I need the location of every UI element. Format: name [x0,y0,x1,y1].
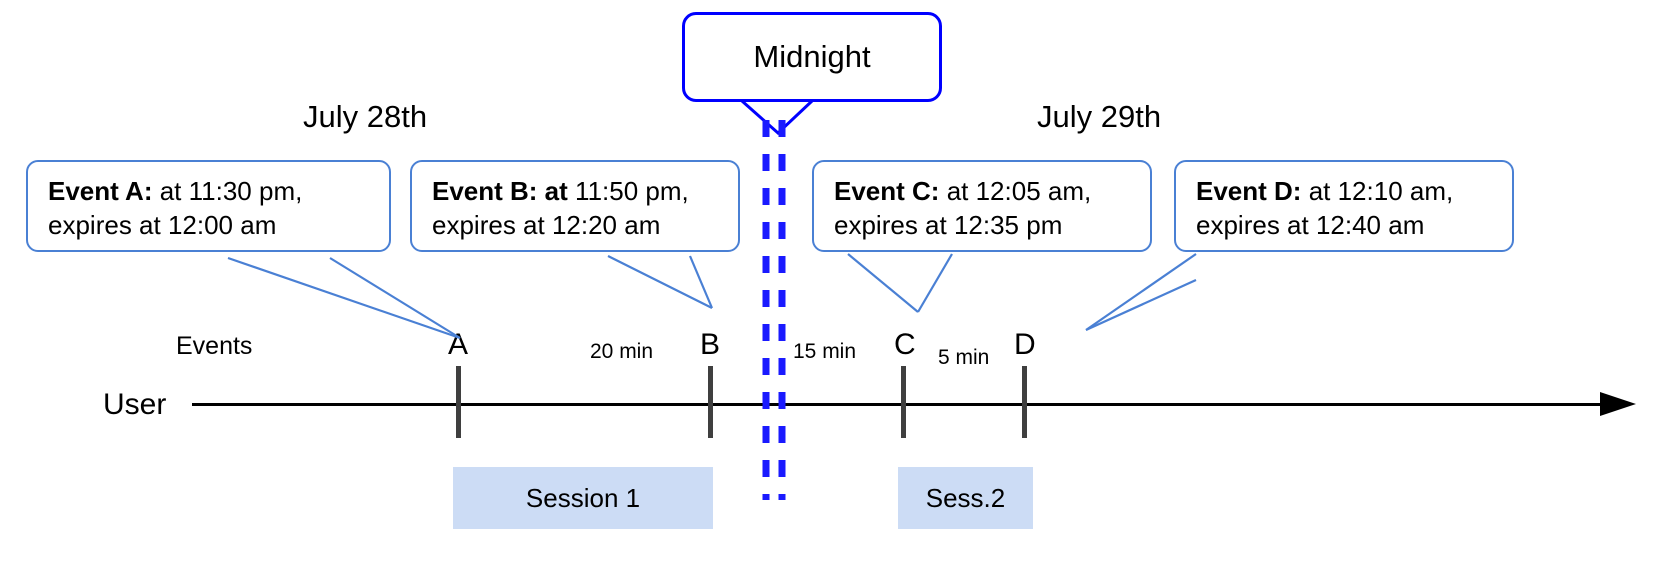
callout-event-a-line1: Event A: at 11:30 pm, [48,174,373,208]
tick-label-a: A [448,328,469,361]
callout-event-d-line1: Event D: at 12:10 am, [1196,174,1496,208]
gap-label-b-c: 15 min [793,340,857,363]
tick-mark-b [708,366,713,438]
leader-event-d-1 [1085,253,1197,331]
midnight-callout: Midnight [682,12,942,102]
leader-event-d-2 [1085,278,1197,332]
timeline-axis [192,403,1604,406]
leader-event-a-2 [329,257,461,339]
callout-event-a-line2: expires at 12:00 am [48,210,277,241]
callout-event-b-line2: expires at 12:20 am [432,210,661,241]
leader-event-c-1 [847,253,919,313]
callout-event-d: Event D: at 12:10 am, expires at 12:40 a… [1174,160,1514,252]
callout-event-a: Event A: at 11:30 pm, expires at 12:00 a… [26,160,391,252]
callout-event-b-line1: Event B: at 11:50 pm, [432,174,722,208]
tick-mark-d [1022,366,1027,438]
session-box-2: Sess.2 [898,467,1033,529]
midnight-bubble-tail [741,99,814,136]
events-row-label: Events [176,332,253,360]
tick-label-c: C [894,328,916,361]
user-row-label: User [103,388,167,421]
session-box-1: Session 1 [453,467,713,529]
callout-event-c-line2: expires at 12:35 pm [834,210,1063,241]
leader-event-b-1 [607,255,713,309]
session-box-2-label: Sess.2 [925,482,1006,513]
callout-event-d-bold: Event D: [1196,176,1302,206]
callout-event-c: Event C: at 12:05 am, expires at 12:35 p… [812,160,1152,252]
tick-label-b: B [700,328,721,361]
callout-event-c-bold: Event C: [834,176,940,206]
timeline-arrowhead [1600,392,1636,416]
tick-mark-c [901,366,906,438]
session-box-1-label: Session 1 [525,482,641,513]
callout-event-d-rest: at 12:10 am, [1301,176,1454,206]
date-label-july-28: July 28th [303,99,428,134]
tick-label-d: D [1014,328,1036,361]
gap-label-c-d: 5 min [938,346,990,369]
callout-event-b: Event B: at 11:50 pm, expires at 12:20 a… [410,160,740,252]
callout-event-b-rest: 11:50 pm, [567,176,689,206]
callout-event-c-rest: at 12:05 am, [939,176,1092,206]
midnight-callout-label: Midnight [753,39,871,74]
gap-label-a-b: 20 min [590,340,654,363]
callout-event-d-line2: expires at 12:40 am [1196,210,1425,241]
tick-mark-a [456,366,461,438]
leader-event-c-2 [917,253,953,313]
callout-event-a-rest: at 11:30 pm, [152,176,303,206]
callout-event-b-bold: Event B: at [432,176,568,206]
callout-event-a-bold: Event A: [48,176,153,206]
leader-event-a-1 [227,256,461,340]
leader-event-b-2 [688,255,714,309]
callout-event-c-line1: Event C: at 12:05 am, [834,174,1134,208]
date-label-july-29: July 29th [1037,99,1162,134]
